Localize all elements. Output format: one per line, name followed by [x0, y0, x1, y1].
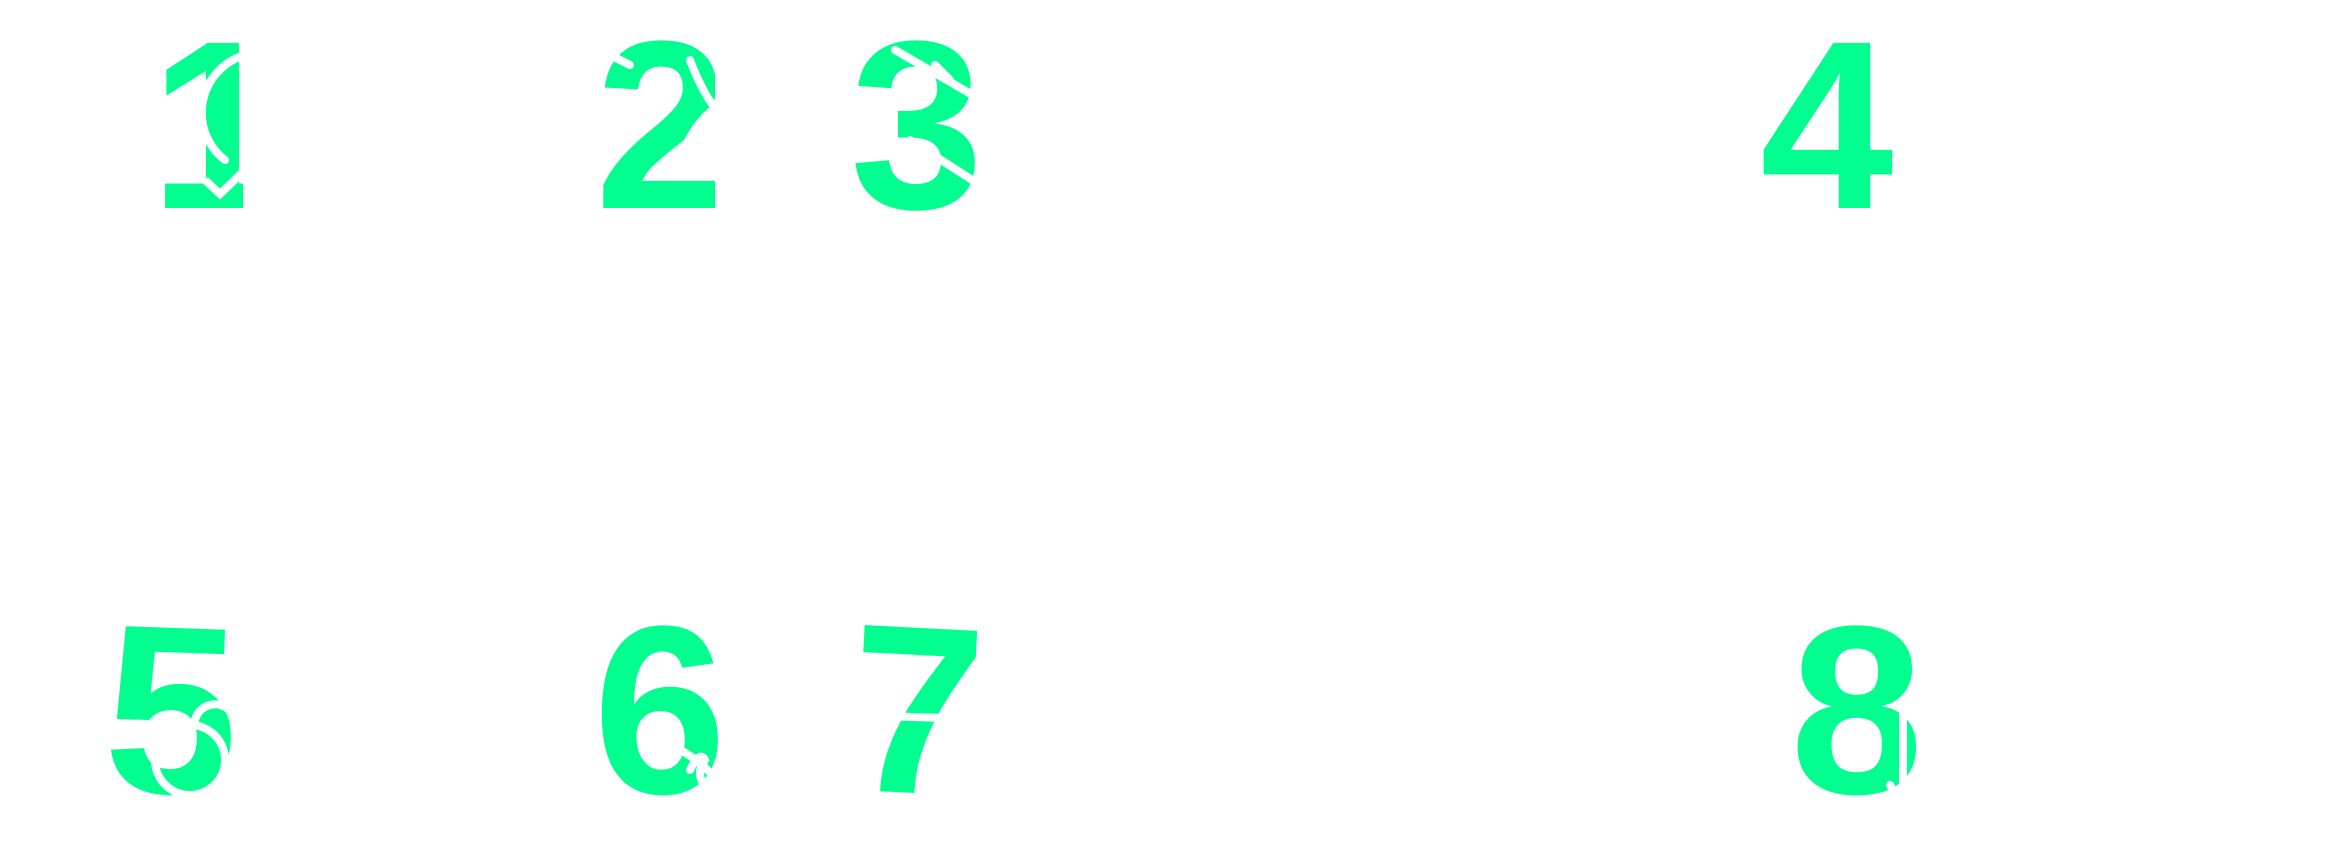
- tile-6: 6: [595, 600, 720, 840]
- arrow-icon: [891, 46, 980, 189]
- tile-4: 4: [1760, 10, 1950, 250]
- curve-icon: [600, 46, 715, 164]
- tile-8: 8: [1780, 600, 1955, 840]
- pin-icon: [850, 708, 980, 752]
- location-pin-icon: [197, 51, 243, 200]
- digit-1: 1: [150, 10, 243, 250]
- tile-3: 3: [850, 20, 980, 260]
- digit-6: 6: [595, 600, 720, 840]
- tile-7: 7: [850, 600, 980, 840]
- cursor-icon: [651, 736, 720, 804]
- digit-4: 4: [1760, 10, 1894, 250]
- tile-5: 5: [105, 600, 240, 840]
- rotate-icon: [1832, 696, 1907, 840]
- tile-2: 2: [600, 20, 715, 260]
- tile-1: 1: [150, 10, 243, 250]
- document-icon: [1903, 26, 1950, 189]
- target-icon: [151, 700, 239, 799]
